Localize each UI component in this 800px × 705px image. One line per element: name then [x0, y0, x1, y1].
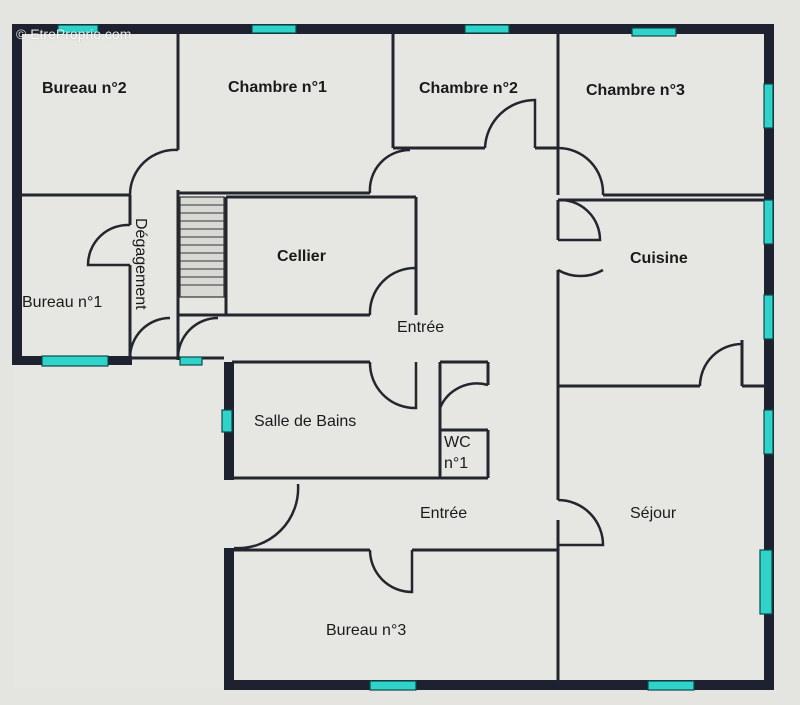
room-label-cuisine: Cuisine	[630, 250, 688, 267]
room-label-wc-number: n°1	[444, 455, 468, 472]
room-labels: Bureau n°2 Chambre n°1 Chambre n°2 Chamb…	[22, 79, 688, 639]
windows	[41, 24, 774, 691]
window	[369, 680, 417, 691]
window	[759, 549, 773, 615]
room-label-chambre-3: Chambre n°3	[586, 82, 685, 99]
window	[41, 355, 109, 367]
window	[763, 199, 774, 245]
room-label-chambre-2: Chambre n°2	[419, 80, 518, 97]
window	[763, 409, 774, 455]
room-label-cellier: Cellier	[277, 248, 326, 265]
room-label-bureau-1: Bureau n°1	[22, 294, 102, 311]
staircase	[179, 196, 225, 298]
watermark: © EtreProprio.com	[16, 26, 132, 42]
window	[631, 27, 677, 37]
window	[763, 294, 774, 340]
room-label-salle-de-bains: Salle de Bains	[254, 413, 356, 430]
window	[57, 24, 99, 34]
window	[251, 24, 297, 34]
door-swings	[86, 98, 743, 594]
interior-walls	[20, 32, 766, 682]
room-label-degagement: Dégagement	[132, 218, 149, 310]
room-label-entree-bottom: Entrée	[420, 505, 467, 522]
window	[464, 24, 510, 34]
window	[179, 356, 203, 366]
window	[763, 83, 774, 129]
window	[221, 409, 233, 433]
room-label-entree-top: Entrée	[397, 319, 444, 336]
room-label-chambre-1: Chambre n°1	[228, 79, 327, 96]
room-label-bureau-3: Bureau n°3	[326, 622, 406, 639]
room-label-wc: WC	[444, 434, 471, 451]
window	[647, 680, 695, 691]
room-label-bureau-2: Bureau n°2	[42, 80, 127, 97]
room-label-sejour: Séjour	[630, 505, 677, 522]
